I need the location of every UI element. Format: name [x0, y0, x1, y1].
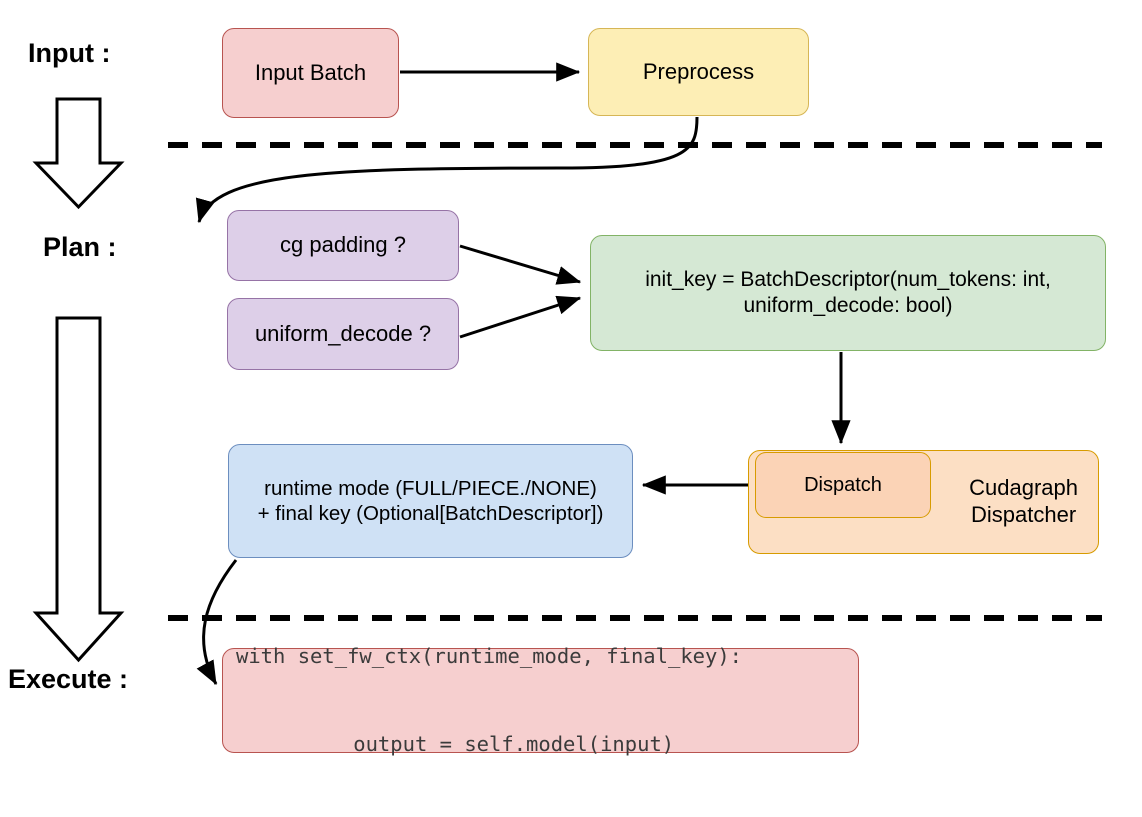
node-init-key-line1: init_key = BatchDescriptor(num_tokens: i… [645, 268, 1051, 292]
node-runtime-mode-line2: + final key (Optional[BatchDescriptor]) [257, 502, 604, 525]
edge-uniform-decode-to-init-key [459, 295, 582, 339]
node-cg-padding[interactable]: cg padding ? [227, 210, 459, 281]
node-cudagraph-dispatcher-line2: Dispatcher [970, 502, 1077, 527]
node-init-key[interactable]: init_key = BatchDescriptor(num_tokens: i… [590, 235, 1106, 351]
flow-arrow-input-to-plan [32, 97, 125, 210]
stage-label-execute: Execute : [8, 664, 129, 694]
node-preprocess[interactable]: Preprocess [588, 28, 809, 116]
code-line-1: with set_fw_ctx(runtime_mode, final_key)… [236, 644, 743, 669]
edge-preprocess-to-cg-padding [195, 116, 699, 224]
stage-label-plan: Plan : [43, 232, 117, 262]
node-code-block[interactable]: with set_fw_ctx(runtime_mode, final_key)… [222, 644, 859, 756]
node-runtime-mode[interactable]: runtime mode (FULL/PIECE./NONE) + final … [228, 444, 633, 558]
node-runtime-mode-line1: runtime mode (FULL/PIECE./NONE) [264, 477, 597, 500]
node-uniform-decode[interactable]: uniform_decode ? [227, 298, 459, 370]
code-line-2: output = self.model(input) [303, 731, 675, 756]
flow-arrow-plan-to-execute [32, 316, 125, 663]
diagram-canvas: Input : Plan : Execute : Input Batch Pre… [8, 28, 1106, 756]
node-input-batch[interactable]: Input Batch [222, 28, 399, 118]
stage-label-input: Input : [28, 38, 111, 68]
node-cudagraph-dispatcher-line1: Cudagraph [969, 475, 1078, 501]
node-init-key-line2: uniform_decode: bool) [743, 294, 953, 317]
edge-cg-padding-to-init-key [459, 244, 582, 285]
node-dispatch[interactable]: Dispatch [755, 452, 931, 518]
